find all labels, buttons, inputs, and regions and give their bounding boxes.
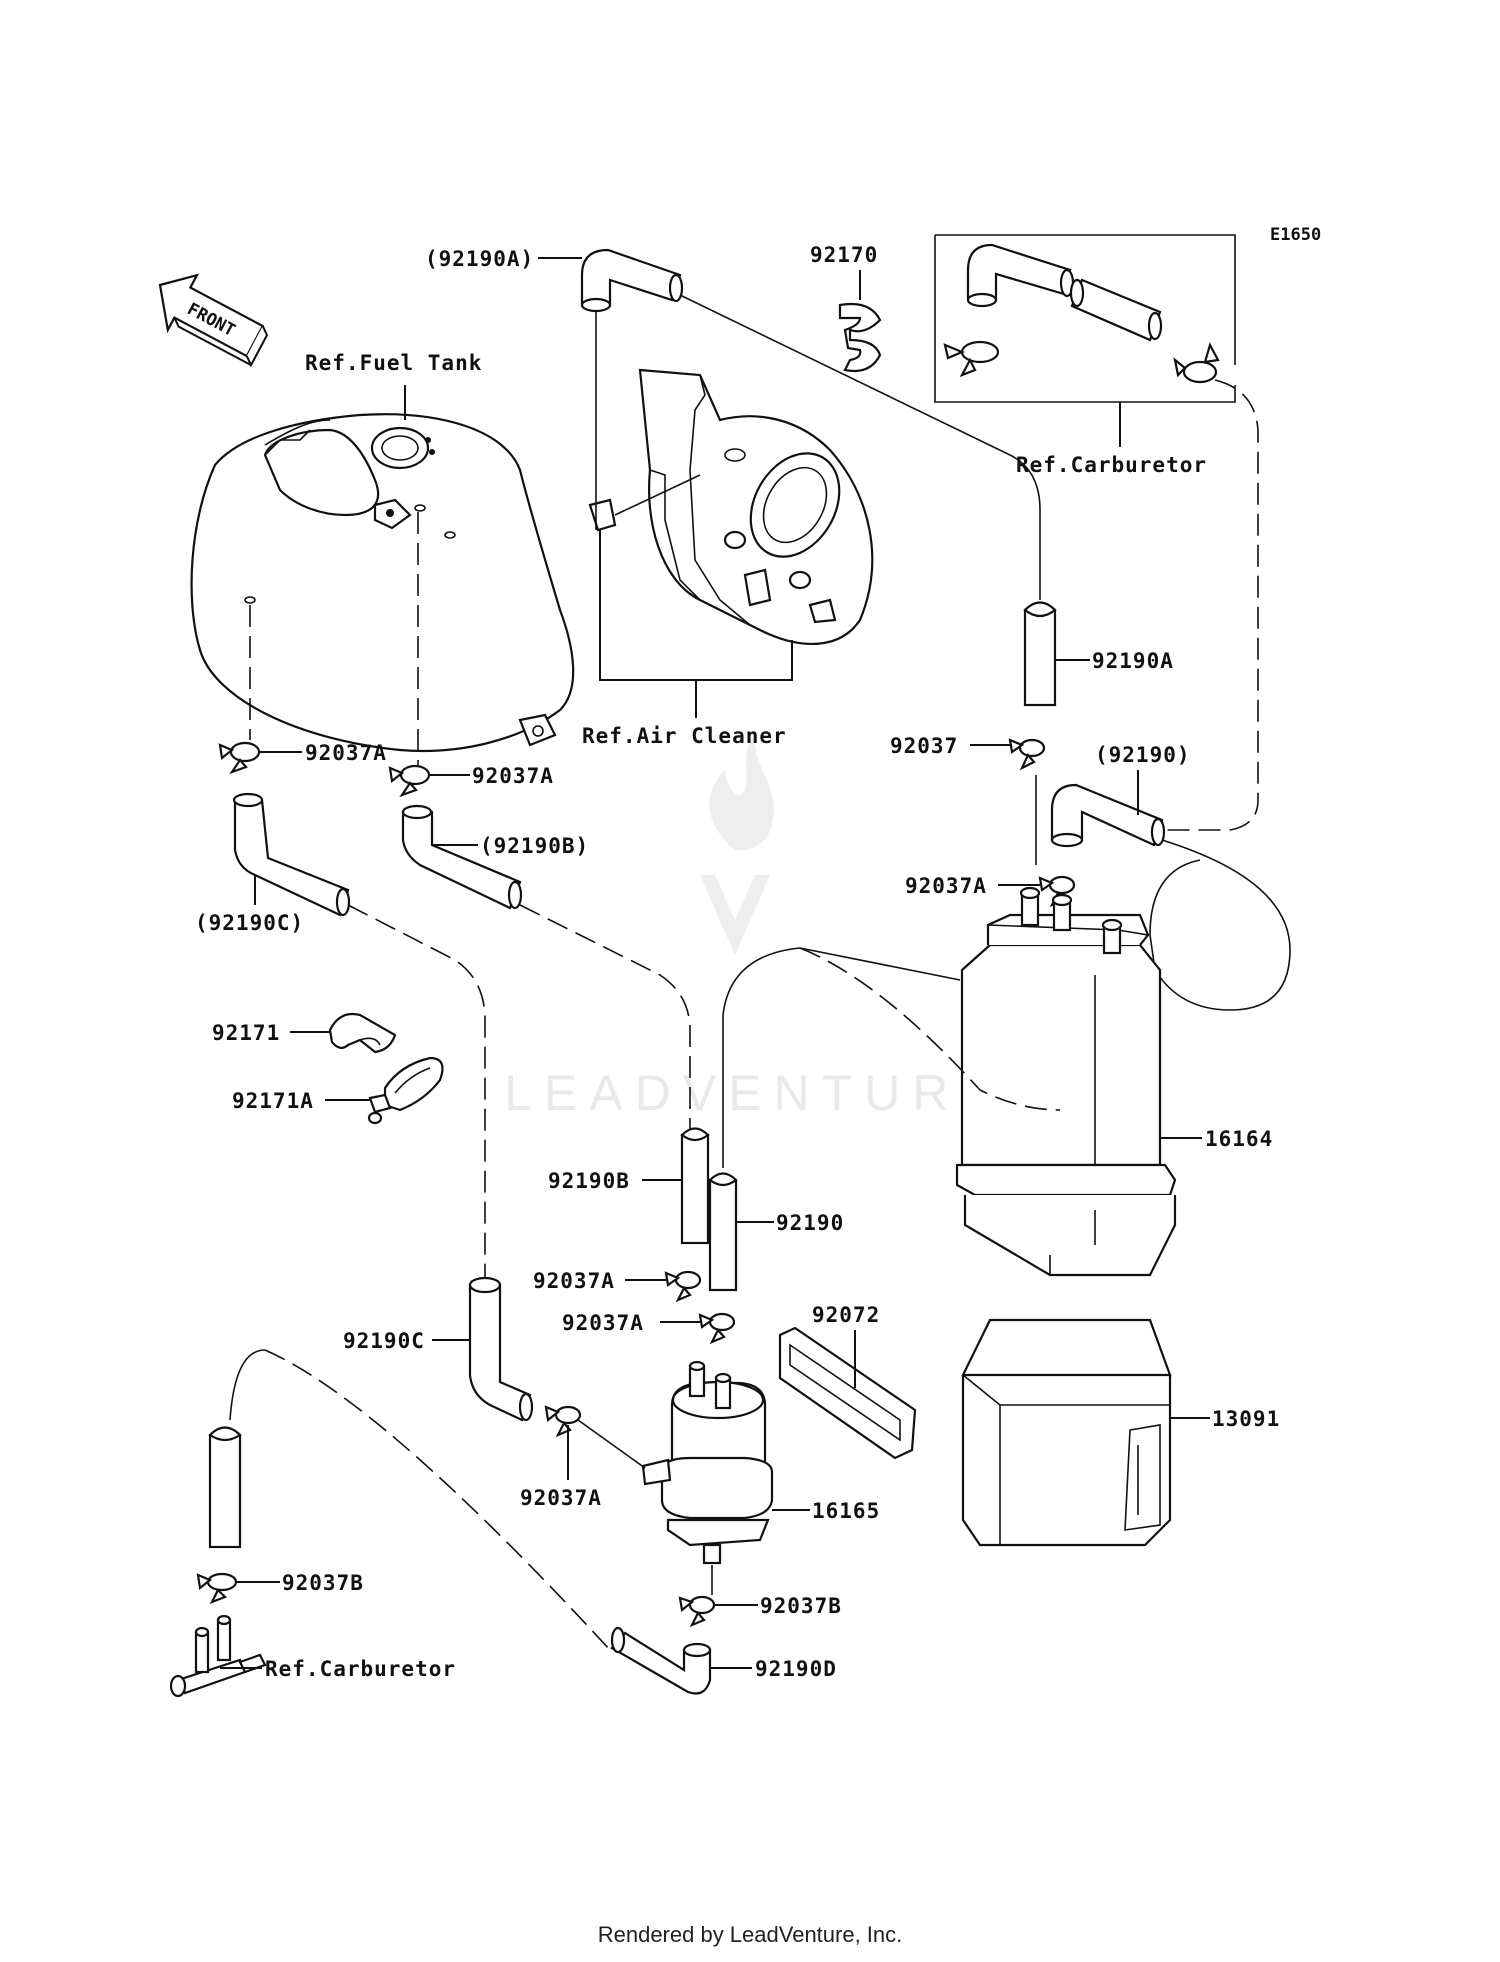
air-cleaner [588, 368, 874, 646]
connector-line [679, 294, 1041, 600]
connector-line [577, 1419, 646, 1469]
clamp-92037A-tank-left [218, 741, 261, 775]
clamp-92171 [328, 1012, 397, 1054]
ref-air-cleaner-label: Ref.Air Cleaner [582, 724, 787, 748]
hose-92190C-label: 92190C [343, 1329, 425, 1353]
hose-92190-paren-label: (92190) [1095, 743, 1191, 767]
watermark: LEADVENTURE [504, 735, 1006, 1121]
band-92072 [778, 1326, 917, 1460]
clamp-92037B-left [196, 1572, 238, 1605]
connector-dashed [1165, 379, 1259, 831]
front-arrow-icon: FRONT [158, 273, 269, 368]
clamp-92171A-label: 92171A [232, 1089, 314, 1113]
clip-92037B-left-label: 92037B [282, 1571, 364, 1595]
band-92072-label: 92072 [812, 1303, 880, 1327]
hose-92190-paren [1050, 783, 1166, 848]
clip-92037B-separator-label: 92037B [760, 1594, 842, 1618]
clip-92037A-separator-side-label: 92037A [520, 1486, 602, 1510]
hose-92190B-paren-label: (92190B) [480, 834, 589, 858]
hose-left-vertical [208, 1426, 242, 1549]
clip-92037A-tank-right-label: 92037A [472, 764, 554, 788]
hose-92190A-label: 92190A [1092, 649, 1174, 673]
connector-line [722, 947, 961, 1168]
holder-13091 [961, 1318, 1172, 1547]
hose-92190D-label: 92190D [755, 1657, 837, 1681]
ref-carburetor-bottom-label: Ref.Carburetor [265, 1657, 456, 1681]
hose-92190 [708, 1172, 738, 1292]
hose-92190B-label: 92190B [548, 1169, 630, 1193]
clamp-92037B-separator [678, 1595, 716, 1628]
connector-line [229, 1349, 266, 1421]
clamp-92037A-separator-side [544, 1405, 582, 1438]
clamp-92037A-hose-b [664, 1270, 702, 1303]
clamp-92037 [1008, 738, 1046, 771]
canister-16164 [955, 886, 1177, 1277]
clip-92037A-separator-top-label: 92037A [562, 1311, 644, 1335]
ref-carburetor-top-label: Ref.Carburetor [1016, 453, 1207, 477]
hose-92190D [610, 1626, 712, 1695]
clamp-92171-label: 92171 [212, 1021, 280, 1045]
hose-92190C-upper [232, 792, 351, 917]
clip-92037A-tank-left-label: 92037A [305, 741, 387, 765]
clamp-92037A-tank-right [388, 764, 431, 798]
clip-92170-label: 92170 [810, 243, 878, 267]
clip-92037-label: 92037 [890, 734, 958, 758]
connector-line [1149, 839, 1291, 1011]
hose-92190A-paren-label: (92190A) [425, 247, 534, 271]
connector-dashed [264, 1349, 611, 1651]
hose-92190B [680, 1127, 710, 1245]
hose-92190A-top [580, 248, 684, 313]
connector-dashed [799, 947, 1061, 1111]
connector-dashed [519, 904, 691, 1130]
canister-16164-label: 16164 [1205, 1127, 1273, 1151]
clip-92037A-canister-label: 92037A [905, 874, 987, 898]
ref-carburetor-box [934, 234, 1236, 403]
hose-92190C-paren-label: (92190C) [195, 911, 304, 935]
fuel-tank [190, 413, 575, 753]
separator-16165-label: 16165 [812, 1499, 880, 1523]
separator-16165 [641, 1360, 774, 1565]
holder-13091-label: 13091 [1212, 1407, 1280, 1431]
hose-92190-label: 92190 [776, 1211, 844, 1235]
clamp-92171A [367, 1056, 444, 1125]
ref-fuel-tank-label: Ref.Fuel Tank [305, 351, 482, 375]
clip-92170 [838, 302, 882, 373]
watermark-text: LEADVENTURE [504, 1065, 1006, 1121]
footer-credit: Rendered by LeadVenture, Inc. [598, 1922, 903, 1947]
hose-92190B-upper [401, 804, 523, 910]
diagram-id: E1650 [1270, 225, 1321, 245]
clamp-92037A-separator-top [698, 1312, 736, 1345]
clip-92037A-hose-b-label: 92037A [533, 1269, 615, 1293]
carburetor-fitting [169, 1614, 267, 1698]
hose-92190A [1023, 601, 1057, 707]
connector-dashed [347, 904, 486, 1290]
hose-92190C [468, 1276, 534, 1422]
